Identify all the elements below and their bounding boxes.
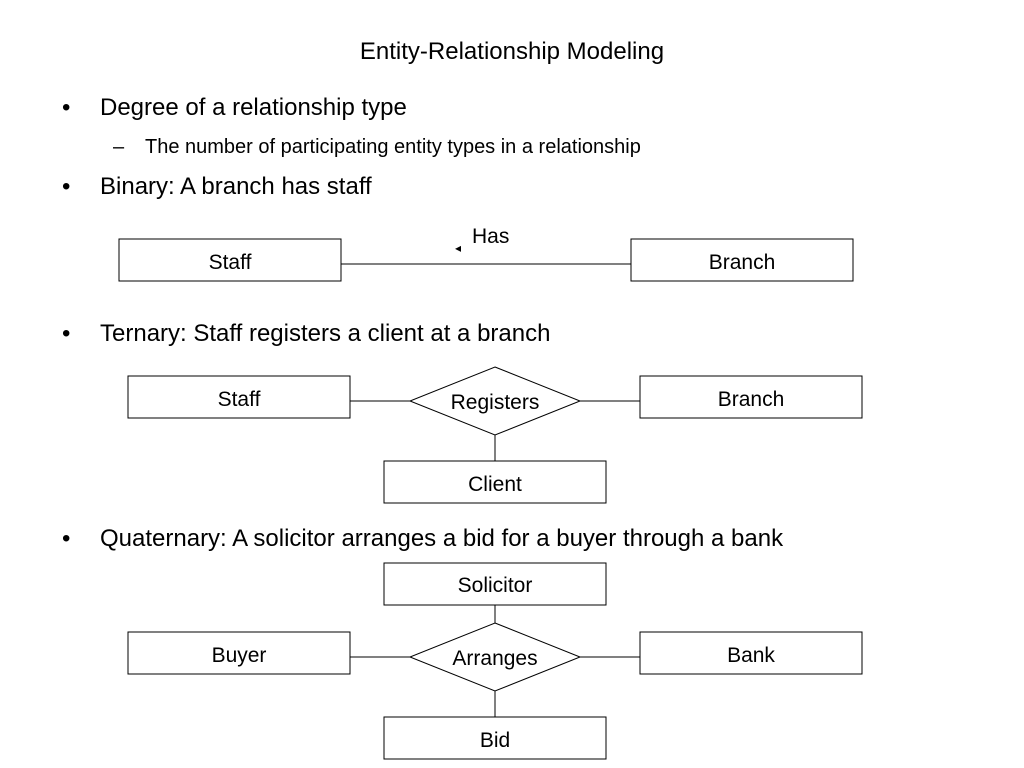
binary-relationship-label: Has — [472, 225, 509, 248]
ternary-entity-client-label: Client — [468, 473, 522, 496]
binary-entity-branch-label: Branch — [709, 251, 776, 274]
sub-bullet-definition: –The number of participating entity type… — [113, 136, 641, 159]
binary-diagram: Staff Branch ◂ Has — [118, 225, 854, 282]
bullet-marker: • — [62, 94, 71, 121]
quaternary-entity-bid-label: Bid — [480, 729, 510, 752]
ternary-entity-branch — [639, 375, 863, 419]
bullet-text: Quaternary: A solicitor arranges a bid f… — [100, 525, 784, 552]
bullet-text: Binary: A branch has staff — [100, 173, 372, 200]
bullet-text: Ternary: Staff registers a client at a b… — [100, 320, 551, 347]
direction-arrow-icon: ◂ — [455, 241, 461, 255]
quaternary-entity-bid — [383, 716, 607, 760]
sub-bullet-text: The number of participating entity types… — [145, 136, 641, 158]
quaternary-diagram: Solicitor Buyer Bank Arranges Bid — [127, 562, 863, 760]
quaternary-entity-bank-label: Bank — [727, 644, 775, 667]
quaternary-entity-solicitor — [383, 562, 607, 606]
binary-entity-staff — [118, 238, 342, 282]
binary-entity-branch — [630, 238, 854, 282]
binary-entity-staff-label: Staff — [209, 251, 252, 274]
ternary-relationship-label: Registers — [451, 391, 540, 414]
slide-title: Entity-Relationship Modeling — [359, 38, 665, 65]
ternary-entity-staff-label: Staff — [218, 388, 261, 411]
ternary-entity-staff — [127, 375, 351, 419]
bullet-degree: • Degree of a relationship type — [62, 94, 407, 122]
quaternary-entity-buyer-label: Buyer — [212, 644, 267, 667]
quaternary-relationship-diamond — [408, 622, 582, 692]
bullet-quaternary: • Quaternary: A solicitor arranges a bid … — [62, 525, 783, 553]
bullet-binary: • Binary: A branch has staff — [62, 173, 372, 201]
quaternary-entity-bank — [639, 631, 863, 675]
bullet-ternary: • Ternary: Staff registers a client at a … — [62, 320, 550, 348]
ternary-entity-branch-label: Branch — [718, 388, 785, 411]
quaternary-entity-buyer — [127, 631, 351, 675]
ternary-relationship-diamond — [408, 366, 582, 436]
quaternary-relationship-label: Arranges — [452, 647, 537, 670]
ternary-diagram: Staff Branch Registers Client — [127, 366, 863, 504]
sub-bullet-marker: – — [113, 136, 125, 158]
ternary-entity-client — [383, 460, 607, 504]
bullet-marker: • — [62, 320, 71, 347]
bullet-marker: • — [62, 525, 71, 552]
bullet-marker: • — [62, 173, 71, 200]
quaternary-entity-solicitor-label: Solicitor — [458, 574, 533, 597]
bullet-text: Degree of a relationship type — [100, 94, 407, 121]
